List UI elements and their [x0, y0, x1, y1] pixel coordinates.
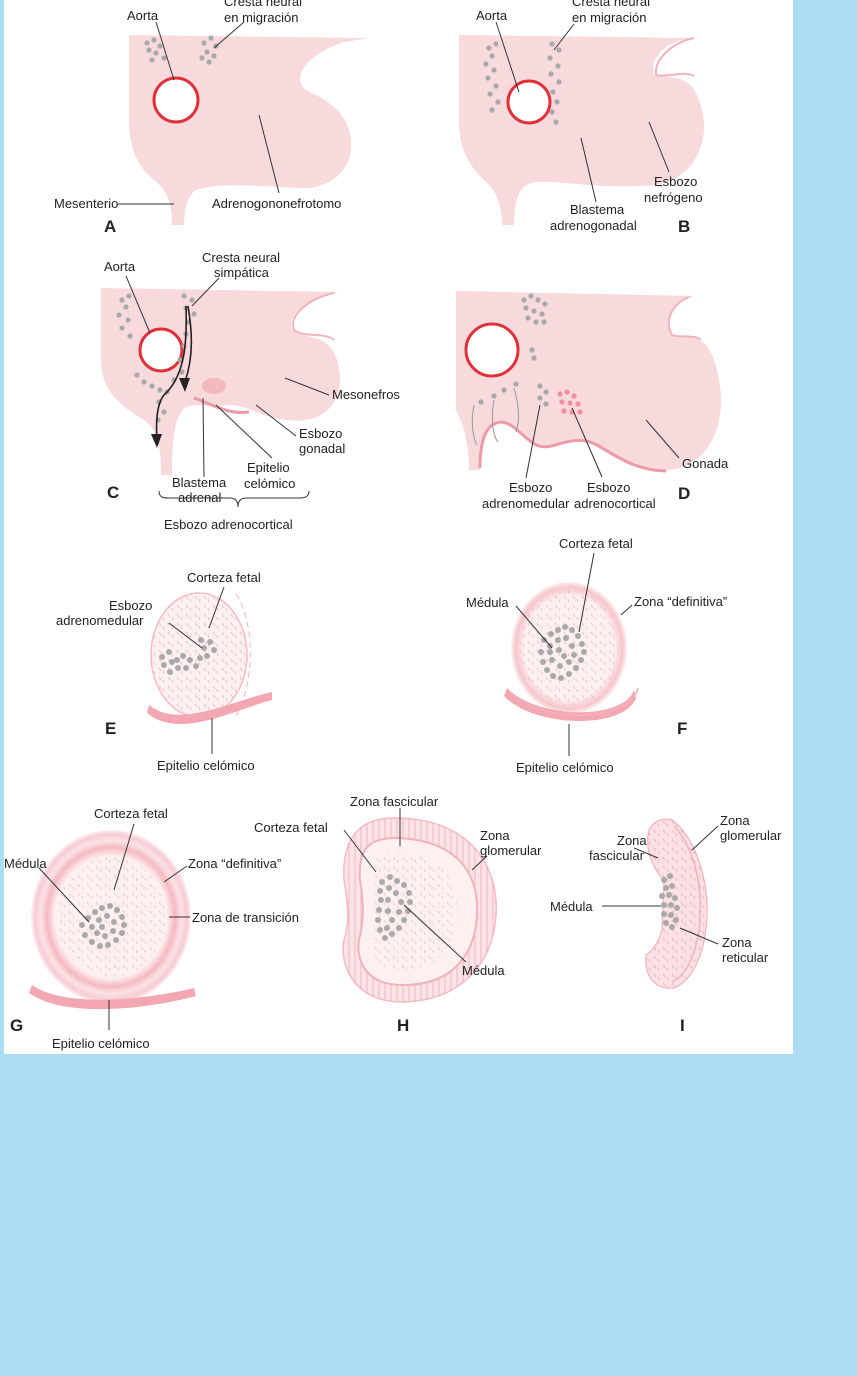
panel-letter-g: G [10, 1016, 23, 1035]
crest-cells-c [116, 293, 197, 423]
label-fasc-i-1: Zona [617, 833, 647, 848]
crest-cells-d [478, 293, 549, 407]
label-blastema-c-1: Blastema [172, 475, 227, 490]
panel-letter-a: A [104, 217, 116, 236]
label-aorta-b: Aorta [476, 8, 508, 23]
label-fetal-cortex-g: Corteza fetal [94, 806, 168, 821]
label-crest-a-1: Cresta neural [224, 0, 302, 9]
label-gonad-c-2: gonadal [299, 441, 345, 456]
figure-svg: Aorta Cresta neural en migración Mesente… [4, 0, 782, 1051]
panel-g: Corteza fetal Médula Zona “definitiva” Z… [4, 806, 299, 1051]
label-definitive-g: Zona “definitiva” [188, 856, 281, 871]
panel-d-tissue [456, 291, 721, 470]
label-epith-c-1: Epitelio [247, 460, 290, 475]
label-medulla-f: Médula [466, 595, 509, 610]
label-gonad-c-1: Esbozo [299, 426, 342, 441]
label-blastema-b-2: adrenogonadal [550, 218, 637, 233]
label-medullary-d-2: adrenomedular [482, 496, 570, 511]
label-medullary-e-1: Esbozo [109, 598, 152, 613]
label-epithelium-e: Epitelio celómico [157, 758, 255, 773]
label-aorta-a: Aorta [127, 8, 159, 23]
panel-letter-i: I [680, 1016, 685, 1035]
panel-letter-c: C [107, 483, 119, 502]
label-cortical-d-2: adrenocortical [574, 496, 656, 511]
label-transition: Zona de transición [192, 910, 299, 925]
medullary-cells-e [159, 637, 217, 675]
label-crest-c-2: simpática [214, 265, 270, 280]
label-glom-h-2: glomerular [480, 843, 542, 858]
label-nephro-2: nefrógeno [644, 190, 703, 205]
panel-letter-f: F [677, 719, 687, 738]
panel-e: Esbozo adrenomedular Corteza fetal Epite… [56, 570, 272, 773]
aorta-c [138, 327, 184, 373]
label-aorta-c: Aorta [104, 259, 136, 274]
label-crest-b-2: en migración [572, 10, 646, 25]
panel-b: Aorta Cresta neural en migración Esbozo … [459, 0, 704, 236]
panel-a: Aorta Cresta neural en migración Mesente… [54, 0, 369, 236]
label-medulla-h: Médula [462, 963, 505, 978]
medulla-cells-f [538, 624, 587, 681]
cortical-cells-d [557, 389, 583, 415]
aorta-a [152, 76, 200, 124]
panel-h: Zona fascicular Corteza fetal Zona glome… [254, 794, 542, 1035]
label-medulla-i: Médula [550, 899, 593, 914]
label-cortical-d-1: Esbozo [587, 480, 630, 495]
label-crest-b-1: Cresta neural [572, 0, 650, 9]
label-crest-c-1: Cresta neural [202, 250, 280, 265]
medulla-cells-i [659, 873, 680, 930]
panel-c: Aorta Cresta neural simpática Mesonefros… [101, 250, 400, 532]
label-medullary-e-2: adrenomedular [56, 613, 144, 628]
label-fetal-cortex-f: Corteza fetal [559, 536, 633, 551]
label-ridge: Adrenogononefrotomo [212, 196, 341, 211]
label-fetal-cortex-h: Corteza fetal [254, 820, 328, 835]
label-epithelium-f: Epitelio celómico [516, 760, 614, 775]
panel-letter-d: D [678, 484, 690, 503]
label-definitive-f: Zona “definitiva” [634, 594, 727, 609]
label-retic-i-1: Zona [722, 935, 752, 950]
label-fasc-i-2: fascicular [589, 848, 645, 863]
label-epithelium-g: Epitelio celómico [52, 1036, 150, 1051]
label-blastema-b-1: Blastema [570, 202, 625, 217]
label-blastema-c-2: adrenal [178, 490, 221, 505]
panel-d: Gonada Esbozo adrenomedular Esbozo adren… [456, 291, 729, 511]
label-mesentery: Mesenterio [54, 196, 118, 211]
label-medullary-d-1: Esbozo [509, 480, 552, 495]
panel-i: Zona fascicular Zona glomerular Médula Z… [550, 813, 782, 1035]
label-epith-c-2: celómico [244, 476, 295, 491]
label-fasciculata-h: Zona fascicular [350, 794, 439, 809]
label-glom-i-1: Zona [720, 813, 750, 828]
panel-f: Corteza fetal Médula Zona “definitiva” E… [466, 536, 727, 775]
crest-cells-b [483, 41, 562, 125]
label-glom-i-2: glomerular [720, 828, 782, 843]
label-crest-a-2: en migración [224, 10, 298, 25]
aorta-d [464, 322, 520, 378]
label-glom-h-1: Zona [480, 828, 510, 843]
panel-letter-e: E [105, 719, 116, 738]
panel-letter-h: H [397, 1016, 409, 1035]
label-fetal-cortex-e: Corteza fetal [187, 570, 261, 585]
label-cortical-anlage: Esbozo adrenocortical [164, 517, 293, 532]
adrenal-development-figure: Aorta Cresta neural en migración Mesente… [4, 0, 793, 1054]
label-nephro-1: Esbozo [654, 174, 697, 189]
medulla-cells-h [375, 874, 413, 941]
label-mesonephros: Mesonefros [332, 387, 400, 402]
label-medulla-g: Médula [4, 856, 47, 871]
label-gonad-d: Gonada [682, 456, 729, 471]
panel-letter-b: B [678, 217, 690, 236]
label-retic-i-2: reticular [722, 950, 769, 965]
medulla-cells-g [79, 903, 127, 949]
aorta-b [506, 79, 552, 125]
